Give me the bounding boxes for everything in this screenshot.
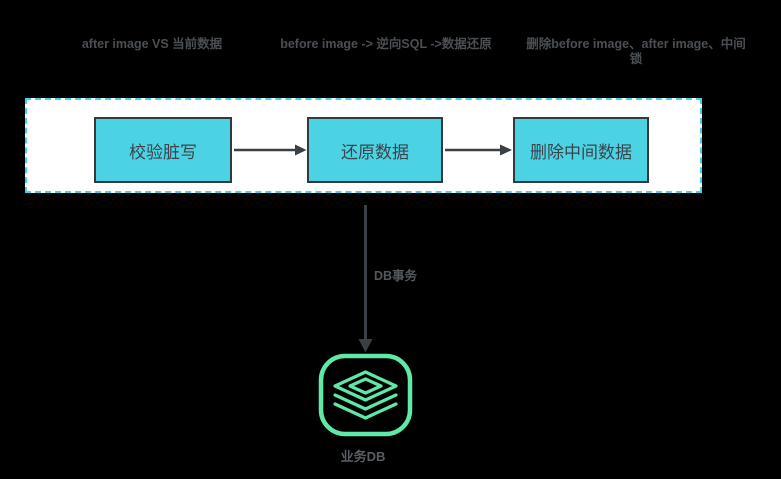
flow-box-validate-dirty-write: 校验脏写 [94,117,232,183]
database-stack-icon [318,353,413,437]
db-transaction-edge-label: DB事务 [374,269,418,283]
annotation-step3-line1: 删除before image、after image、中间 [526,37,746,51]
annotation-step2: before image -> 逆向SQL ->数据还原 [280,37,492,52]
annotation-step3-line2: 锁 [629,52,643,66]
flow-box-restore-data: 还原数据 [307,117,443,183]
business-db-icon [318,353,413,437]
annotation-step3: 删除before image、after image、中间 锁 [526,37,746,67]
flow-box-delete-intermediate-data: 删除中间数据 [513,117,649,183]
flow-box-restore-data-label: 还原数据 [341,142,409,162]
annotation-step2-text: before image -> 逆向SQL ->数据还原 [280,37,492,51]
arrow-panel-to-db [358,205,373,353]
flow-box-validate-dirty-write-label: 校验脏写 [129,142,197,162]
business-db-label: 业务DB [340,449,386,464]
annotation-step1: after image VS 当前数据 [82,37,222,52]
annotation-step1-text: after image VS 当前数据 [81,37,223,51]
flow-box-delete-intermediate-data-label: 删除中间数据 [530,142,632,162]
